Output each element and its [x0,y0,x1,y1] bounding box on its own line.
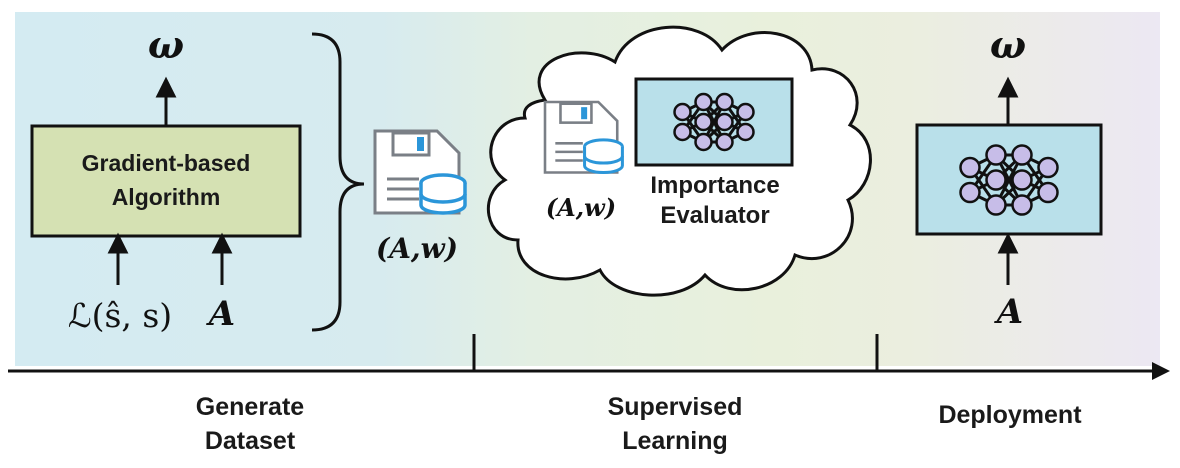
loss-input-label: ℒ(ŝ, s) [67,296,173,335]
evaluator-label: Importance Evaluator [625,171,805,231]
nn-neuron [736,122,755,142]
nn-neuron [715,112,734,132]
matrix-input-label: A [208,294,236,334]
nn-neuron [715,132,734,152]
nn-neuron [985,144,1007,166]
timeline-arrow [8,334,1170,380]
algorithm-label-line1: Gradient-based [81,150,251,176]
evaluator-label-line1: Importance [650,172,780,199]
nn-neuron [1037,181,1059,204]
nn-neuron [985,194,1007,216]
nn-neuron [959,181,981,204]
gradient-algorithm-box [30,124,302,238]
nn-neuron [1011,194,1033,216]
floppy-database-icon [543,100,624,174]
stage-generate-label: Generate Dataset [150,390,350,458]
stage-deployment-label: Deployment [910,398,1110,432]
algorithm-label-line2: Algorithm [111,184,221,210]
evaluator-label-line2: Evaluator [660,202,770,229]
stage-generate-line2: Dataset [204,427,296,455]
deployment-arrows [997,76,1019,285]
algorithm-output-symbol: ω [147,22,185,67]
nn-neuron [715,92,734,112]
nn-neuron [673,122,692,142]
nn-neuron [1037,156,1059,179]
nn-neuron [694,92,713,112]
stage-generate-line1: Generate [195,393,305,421]
floppy-database-icon [373,129,467,215]
deployment-input-symbol: A [996,292,1024,332]
cloud-dataset-caption: (A,w) [545,193,617,222]
deployment-output-symbol: ω [989,22,1027,67]
neural-network-icon [673,92,755,152]
nn-neuron [694,132,713,152]
dataset-caption: (A,w) [375,232,459,265]
nn-neuron [1011,144,1033,166]
algorithm-label: Gradient-based Algorithm [32,146,300,214]
stage-supervised-label: Supervised Learning [575,390,775,458]
nn-neuron [959,156,981,179]
nn-neuron [673,102,692,122]
nn-neuron [736,102,755,122]
neural-network-icon [959,144,1059,216]
nn-neuron [694,112,713,132]
algorithm-arrows [107,76,233,285]
stage-deployment-line1: Deployment [938,401,1082,429]
nn-neuron [985,169,1007,191]
nn-neuron [1011,169,1033,191]
curly-brace [311,32,365,332]
stage-supervised-line2: Learning [622,427,728,455]
stage-supervised-line1: Supervised [607,393,743,421]
